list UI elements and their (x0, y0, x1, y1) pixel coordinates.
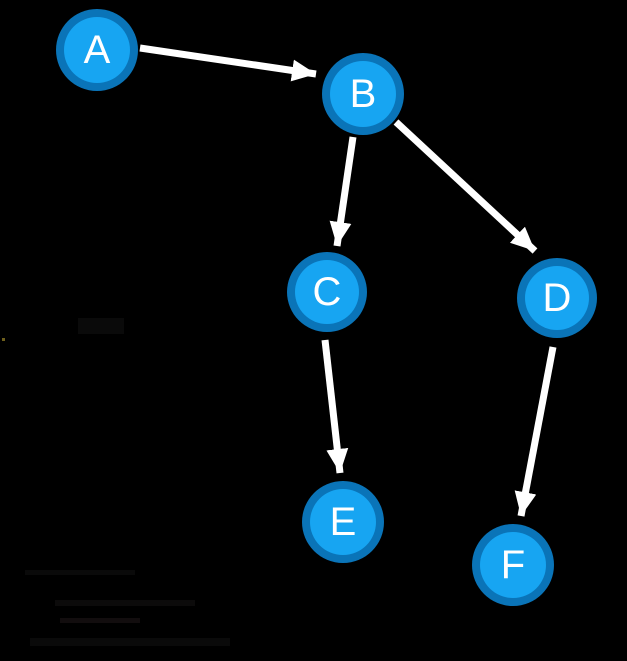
node-body (310, 489, 376, 555)
graph-edge-B-D (393, 119, 538, 254)
graph-edge-C-E (321, 339, 349, 474)
graph-edge-A-B (139, 44, 317, 82)
graph-node-E[interactable]: E (302, 481, 384, 563)
node-body (525, 266, 589, 330)
node-body (295, 260, 359, 324)
nodes-layer: A B C D E F (56, 9, 597, 606)
graph-node-A[interactable]: A (56, 9, 138, 91)
node-body (330, 61, 396, 127)
graph-node-F[interactable]: F (472, 524, 554, 606)
node-body (480, 532, 546, 598)
graph-node-C[interactable]: C (287, 252, 367, 332)
graph-node-D[interactable]: D (517, 258, 597, 338)
graph-edge-D-F (514, 346, 557, 517)
edges-layer (139, 44, 557, 517)
graph-node-B[interactable]: B (322, 53, 404, 135)
node-body (64, 17, 130, 83)
graph-edge-B-C (329, 136, 357, 247)
